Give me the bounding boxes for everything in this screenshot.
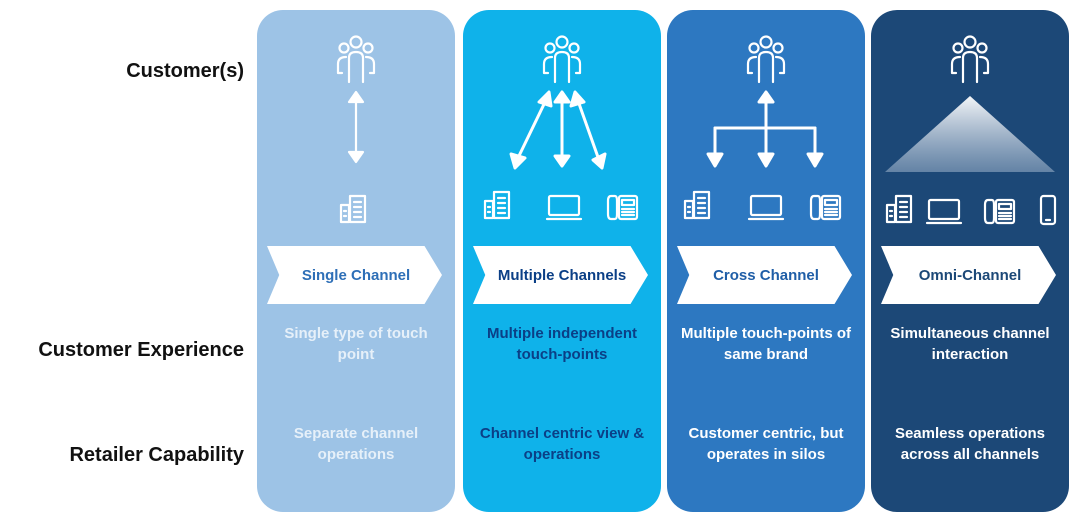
channel-title: Single Channel — [301, 266, 411, 284]
store-icon — [339, 194, 367, 224]
customer-experience-text: Multiple touch-points of same brand — [681, 325, 851, 363]
banner-arrow — [267, 246, 442, 304]
phone-icon — [809, 194, 842, 221]
row-label-customers: Customer(s) — [126, 60, 244, 82]
column-single-channel: Single Channel Single type of touch poin… — [257, 10, 455, 512]
mobile-icon — [1039, 194, 1057, 226]
column-multiple-channels: Multiple Channels Multiple independent t… — [463, 10, 661, 512]
retailer-capability-text: Channel centric view & operations — [479, 425, 645, 463]
laptop-icon — [747, 194, 785, 221]
banner-arrow — [473, 246, 648, 304]
customers-icon — [336, 35, 376, 84]
branch-arrows-icon — [706, 90, 824, 168]
multi-arrows-icon — [509, 90, 607, 170]
light-beam-icon — [885, 96, 1055, 172]
laptop-icon — [545, 194, 583, 221]
customer-experience-text: Single type of touch point — [284, 325, 428, 363]
banner-arrow — [677, 246, 852, 304]
phone-icon — [983, 198, 1016, 225]
retailer-capability-text: Customer centric, but operates in silos — [688, 425, 844, 463]
retailer-capability-text: Seamless operations across all channels — [894, 425, 1046, 463]
row-label-experience: Customer Experience — [38, 339, 244, 361]
retailer-capability-text: Separate channel operations — [293, 425, 419, 463]
channel-title: Omni-Channel — [918, 266, 1022, 284]
channel-title: Multiple Channels — [497, 266, 627, 284]
column-omni-channel: Omni-Channel Simultaneous channel intera… — [871, 10, 1069, 512]
customer-experience-text: Multiple independent touch-points — [487, 325, 637, 363]
row-label-capability: Retailer Capability — [69, 444, 244, 466]
customers-icon — [746, 35, 786, 84]
customer-experience-text: Simultaneous channel interaction — [890, 325, 1050, 363]
banner-arrow — [881, 246, 1056, 304]
store-icon — [483, 190, 511, 220]
laptop-icon — [925, 198, 963, 225]
column-cross-channel: Cross Channel Multiple touch-points of s… — [667, 10, 865, 512]
double-arrow-icon — [347, 90, 365, 164]
phone-icon — [606, 194, 639, 221]
store-icon — [885, 194, 913, 224]
customers-icon — [950, 35, 990, 84]
store-icon — [683, 190, 711, 220]
channel-title: Cross Channel — [713, 266, 819, 284]
customers-icon — [542, 35, 582, 84]
